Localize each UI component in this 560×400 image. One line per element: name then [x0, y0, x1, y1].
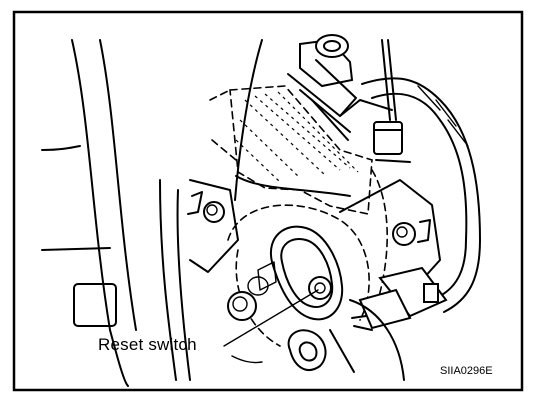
reset-switch [269, 225, 344, 321]
latch-mechanism [257, 261, 405, 381]
figure-id-label: SIIA0296E [440, 365, 493, 377]
harness-connector [351, 266, 448, 331]
figure-frame [12, 10, 524, 392]
mounting-screw-left [187, 191, 225, 223]
door-lock-assembly [189, 39, 441, 347]
lock-actuator [287, 34, 393, 141]
callout-underline [231, 355, 263, 364]
reset-switch-callout: Reset switch [98, 335, 197, 354]
lock-rod [373, 39, 411, 163]
wiring-harness [361, 77, 481, 313]
reset-switch-leader-line [223, 289, 319, 347]
mounting-screw-right [392, 219, 431, 246]
door-panel [41, 39, 191, 387]
panel-opening [73, 283, 117, 327]
